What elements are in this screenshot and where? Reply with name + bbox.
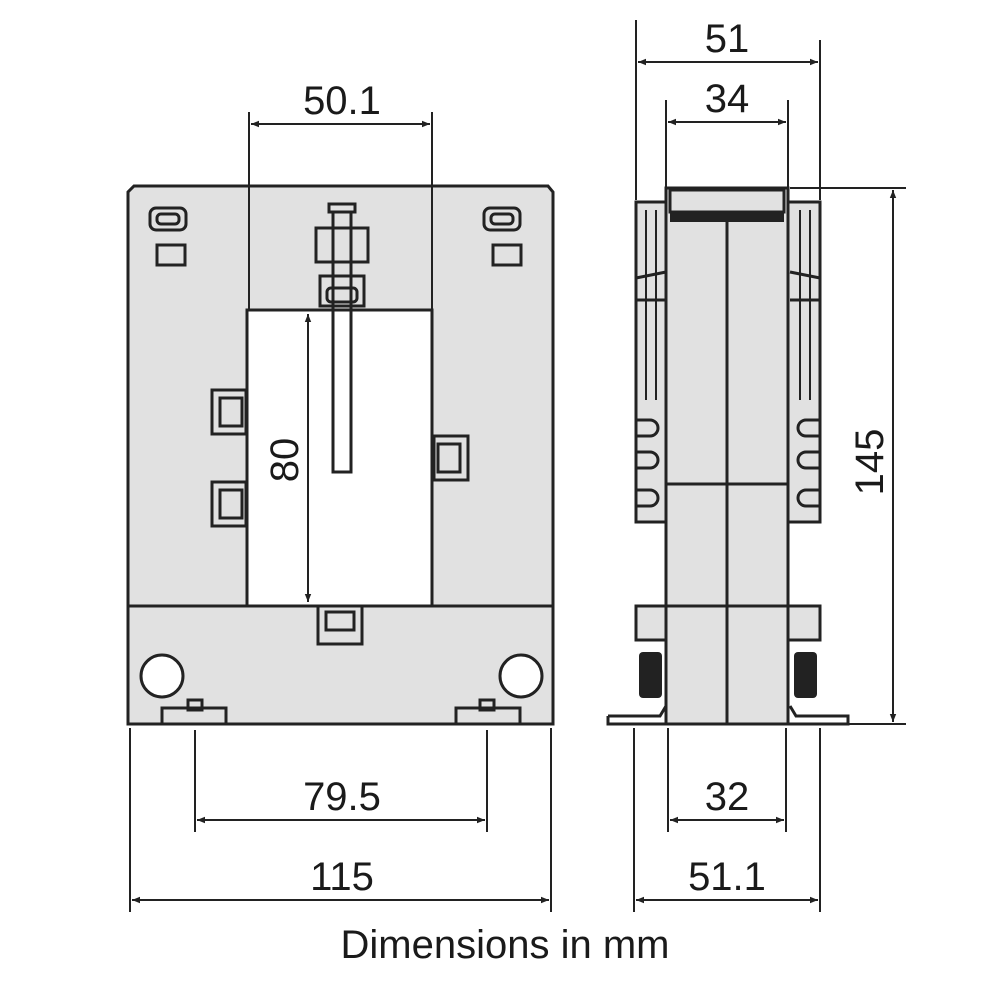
terminal-screw — [794, 652, 817, 698]
front-view — [126, 184, 555, 726]
caption: Dimensions in mm — [341, 923, 670, 967]
side-view — [606, 186, 850, 726]
dim-window-height: 80 — [263, 438, 307, 483]
dim-overall-width: 115 — [310, 855, 374, 899]
dim-overall-height: 145 — [848, 429, 892, 496]
dim-top-width: 51 — [705, 17, 750, 61]
terminal-screw — [639, 652, 662, 698]
dim-mount-spacing: 79.5 — [303, 775, 381, 819]
dim-base-core-width: 32 — [705, 775, 750, 819]
dimensions: 51 34 50.1 80 145 79.5 115 32 51.1 — [129, 17, 906, 912]
dim-core-width: 34 — [705, 77, 750, 121]
mounting-hole — [139, 653, 185, 699]
dim-window-width: 50.1 — [303, 79, 381, 123]
mounting-hole — [498, 653, 544, 699]
dim-base-width: 51.1 — [688, 855, 766, 899]
